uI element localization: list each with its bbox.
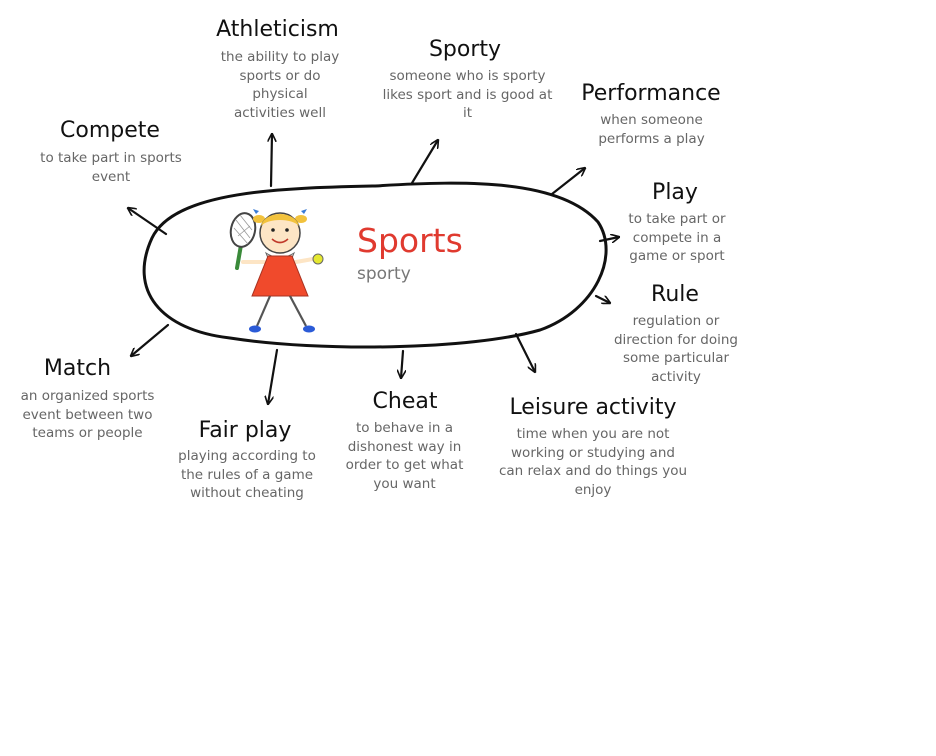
term-compete: Compete (60, 118, 160, 143)
definition-athleticism: the ability to play sports or do physica… (220, 49, 340, 121)
arrow-play (598, 237, 619, 241)
definition-play: to take part or compete in a game or spo… (628, 211, 726, 264)
definition-cheat: to behave in a dishonest way in order to… (345, 420, 464, 492)
arrow-match (131, 323, 170, 356)
term-rule: Rule (651, 282, 699, 307)
arrow-rule (594, 294, 610, 303)
definition-leisure-activity: time when you are not working or studyin… (498, 426, 688, 498)
definition-compete: to take part in sports event (40, 150, 182, 185)
girl-with-tennis-racket-icon (229, 209, 324, 333)
arrow-performance (550, 168, 585, 196)
definition-match: an organized sports event between two te… (20, 388, 155, 441)
term-match: Match (43, 356, 112, 381)
arrow-fair-play (268, 348, 279, 404)
term-sporty: Sporty (428, 37, 502, 62)
term-athleticism: Athleticism (216, 17, 339, 42)
term-fair-play: Fair play (198, 418, 292, 443)
term-leisure-activity: Leisure activity (509, 395, 677, 420)
definition-performance: when someone performs a play (598, 112, 705, 147)
term-performance: Performance (581, 81, 721, 106)
definition-sporty: someone who is sporty likes sport and is… (382, 68, 553, 121)
definition-fair-play: playing according to the rules of a game… (178, 448, 316, 501)
arrow-cheat (401, 349, 403, 378)
arrow-sporty (410, 140, 438, 185)
arrow-compete (128, 208, 168, 236)
center-subtitle: sporty (357, 264, 411, 284)
term-cheat: Cheat (372, 389, 438, 414)
term-play: Play (652, 180, 698, 205)
central-oval (142, 181, 608, 349)
arrow-athleticism (271, 132, 272, 188)
definition-rule: regulation or direction for doing some p… (613, 313, 738, 385)
arrow-leisure-activity (514, 332, 535, 372)
center-title: Sports (357, 221, 463, 260)
